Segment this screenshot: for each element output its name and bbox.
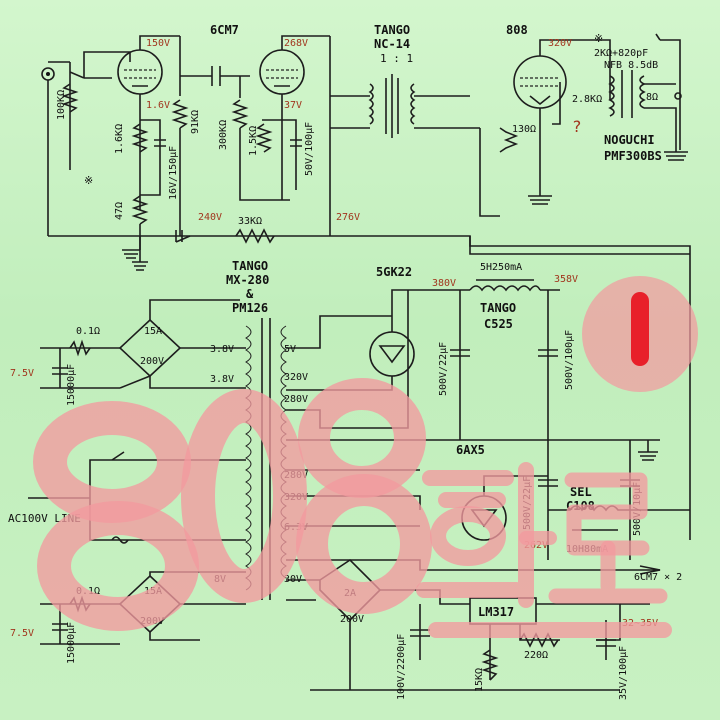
volt-37: 37V: [284, 100, 302, 111]
label-r47: 47Ω: [114, 202, 125, 220]
overlay-hangul-hoe: [416, 462, 557, 608]
label-lm317: LM317: [478, 605, 514, 619]
overlay-hangul-ro: [548, 472, 668, 604]
mark-note-b: ※: [594, 32, 603, 45]
label-r300k: 300KΩ: [218, 120, 229, 150]
label-v75b: 7.5V: [10, 628, 34, 639]
label-r130: 130Ω: [512, 124, 536, 135]
interstage-transformer: [350, 74, 480, 138]
label-tube-driver: 6CM7: [210, 23, 239, 37]
label-c15000b: 15000μF: [66, 622, 77, 664]
volt-150: 150V: [146, 38, 170, 49]
output-transformer: [608, 33, 688, 161]
label-tube-output: 808: [506, 23, 528, 37]
label-c500-100: 500V/100μF: [564, 330, 575, 390]
label-c500-22a: 500V/22μF: [438, 342, 449, 396]
tap-3-8b: 3.8V: [210, 374, 234, 385]
tap-5: 5V: [284, 344, 296, 355]
label-primary-ohm: 2.8KΩ: [572, 94, 602, 105]
label-pt-amp: &: [246, 287, 254, 301]
tap-280a: 280V: [284, 394, 308, 405]
tap-30: 30V: [284, 574, 302, 585]
overlay-title-artwork: [33, 276, 698, 638]
label-pt-model: MX-280: [226, 273, 269, 287]
input-jack-pin: [46, 72, 50, 76]
label-nc14-ratio: 1 : 1: [380, 52, 413, 65]
tap-3-8a: 3.8V: [210, 344, 234, 355]
mark-note-a: ※: [84, 174, 93, 187]
label-choke-lv-brand: SEL: [570, 485, 592, 499]
label-secondary: 8Ω: [646, 92, 658, 103]
label-r220: 220Ω: [524, 650, 548, 661]
volt-276: 276V: [336, 212, 360, 223]
label-question: ?: [572, 117, 582, 136]
overlay-digit-8-right: [296, 378, 432, 614]
volt-1-6: 1.6V: [146, 100, 170, 111]
label-br15a: 15A: [144, 326, 162, 337]
label-heater-out: 6CM7 × 2: [634, 572, 682, 583]
label-c15000a: 15000μF: [66, 364, 77, 406]
label-opt-brand: NOGUCHI: [604, 133, 655, 147]
tap-320a: 320V: [284, 372, 308, 383]
label-c35-100: 35V/100μF: [618, 646, 629, 700]
tube-808: [513, 55, 567, 109]
label-nc14-model: NC-14: [374, 37, 410, 51]
label-choke-hv-brand: TANGO: [480, 301, 516, 315]
label-volume: 100KΩ: [56, 90, 67, 120]
label-r15k: 15KΩ: [474, 668, 485, 692]
label-pt-brand: TANGO: [232, 259, 268, 273]
overlay-digit-8-left: [33, 401, 199, 631]
label-r91k: 91KΩ: [190, 110, 201, 134]
volt-380: 380V: [432, 278, 456, 289]
label-nfb-network: 2KΩ+820pF: [594, 48, 648, 59]
label-choke-hv-spec: 5H250mA: [480, 262, 522, 273]
volt-320: 320V: [548, 38, 572, 49]
overlay-badge-mark: [631, 292, 649, 366]
volt-358: 358V: [554, 274, 578, 285]
label-choke-hv-model: C525: [484, 317, 513, 331]
wiring: [41, 33, 691, 540]
label-nfb-db: NFB 8.5dB: [604, 60, 658, 71]
volt-240: 240V: [198, 212, 222, 223]
overlay-digit-0: [181, 389, 307, 603]
label-br200c: 200V: [340, 614, 364, 625]
label-c50: 50V/100μF: [304, 122, 315, 176]
label-r01a: 0.1Ω: [76, 326, 100, 337]
label-v75a: 7.5V: [10, 368, 34, 379]
label-br200a: 200V: [140, 356, 164, 367]
volt-268: 268V: [284, 38, 308, 49]
volt-262: 262V: [524, 540, 548, 551]
label-pt-alt: PM126: [232, 301, 268, 315]
label-r1-6k: 1.6KΩ: [114, 124, 125, 154]
tube-6cm7-a: [117, 49, 163, 95]
tube-6cm7-b: [259, 49, 305, 95]
label-r33k: 33KΩ: [238, 216, 262, 227]
label-tube-6ax5: 6AX5: [456, 443, 485, 457]
label-nc14-brand: TANGO: [374, 23, 410, 37]
label-tube-rectifier: 5GK22: [376, 265, 412, 279]
label-opt-model: PMF300BS: [604, 149, 662, 163]
label-c16: 16V/150μF: [168, 146, 179, 200]
label-c100-2200: 100V/2200μF: [396, 634, 407, 700]
label-r1-5k: 1.5KΩ: [248, 126, 259, 156]
